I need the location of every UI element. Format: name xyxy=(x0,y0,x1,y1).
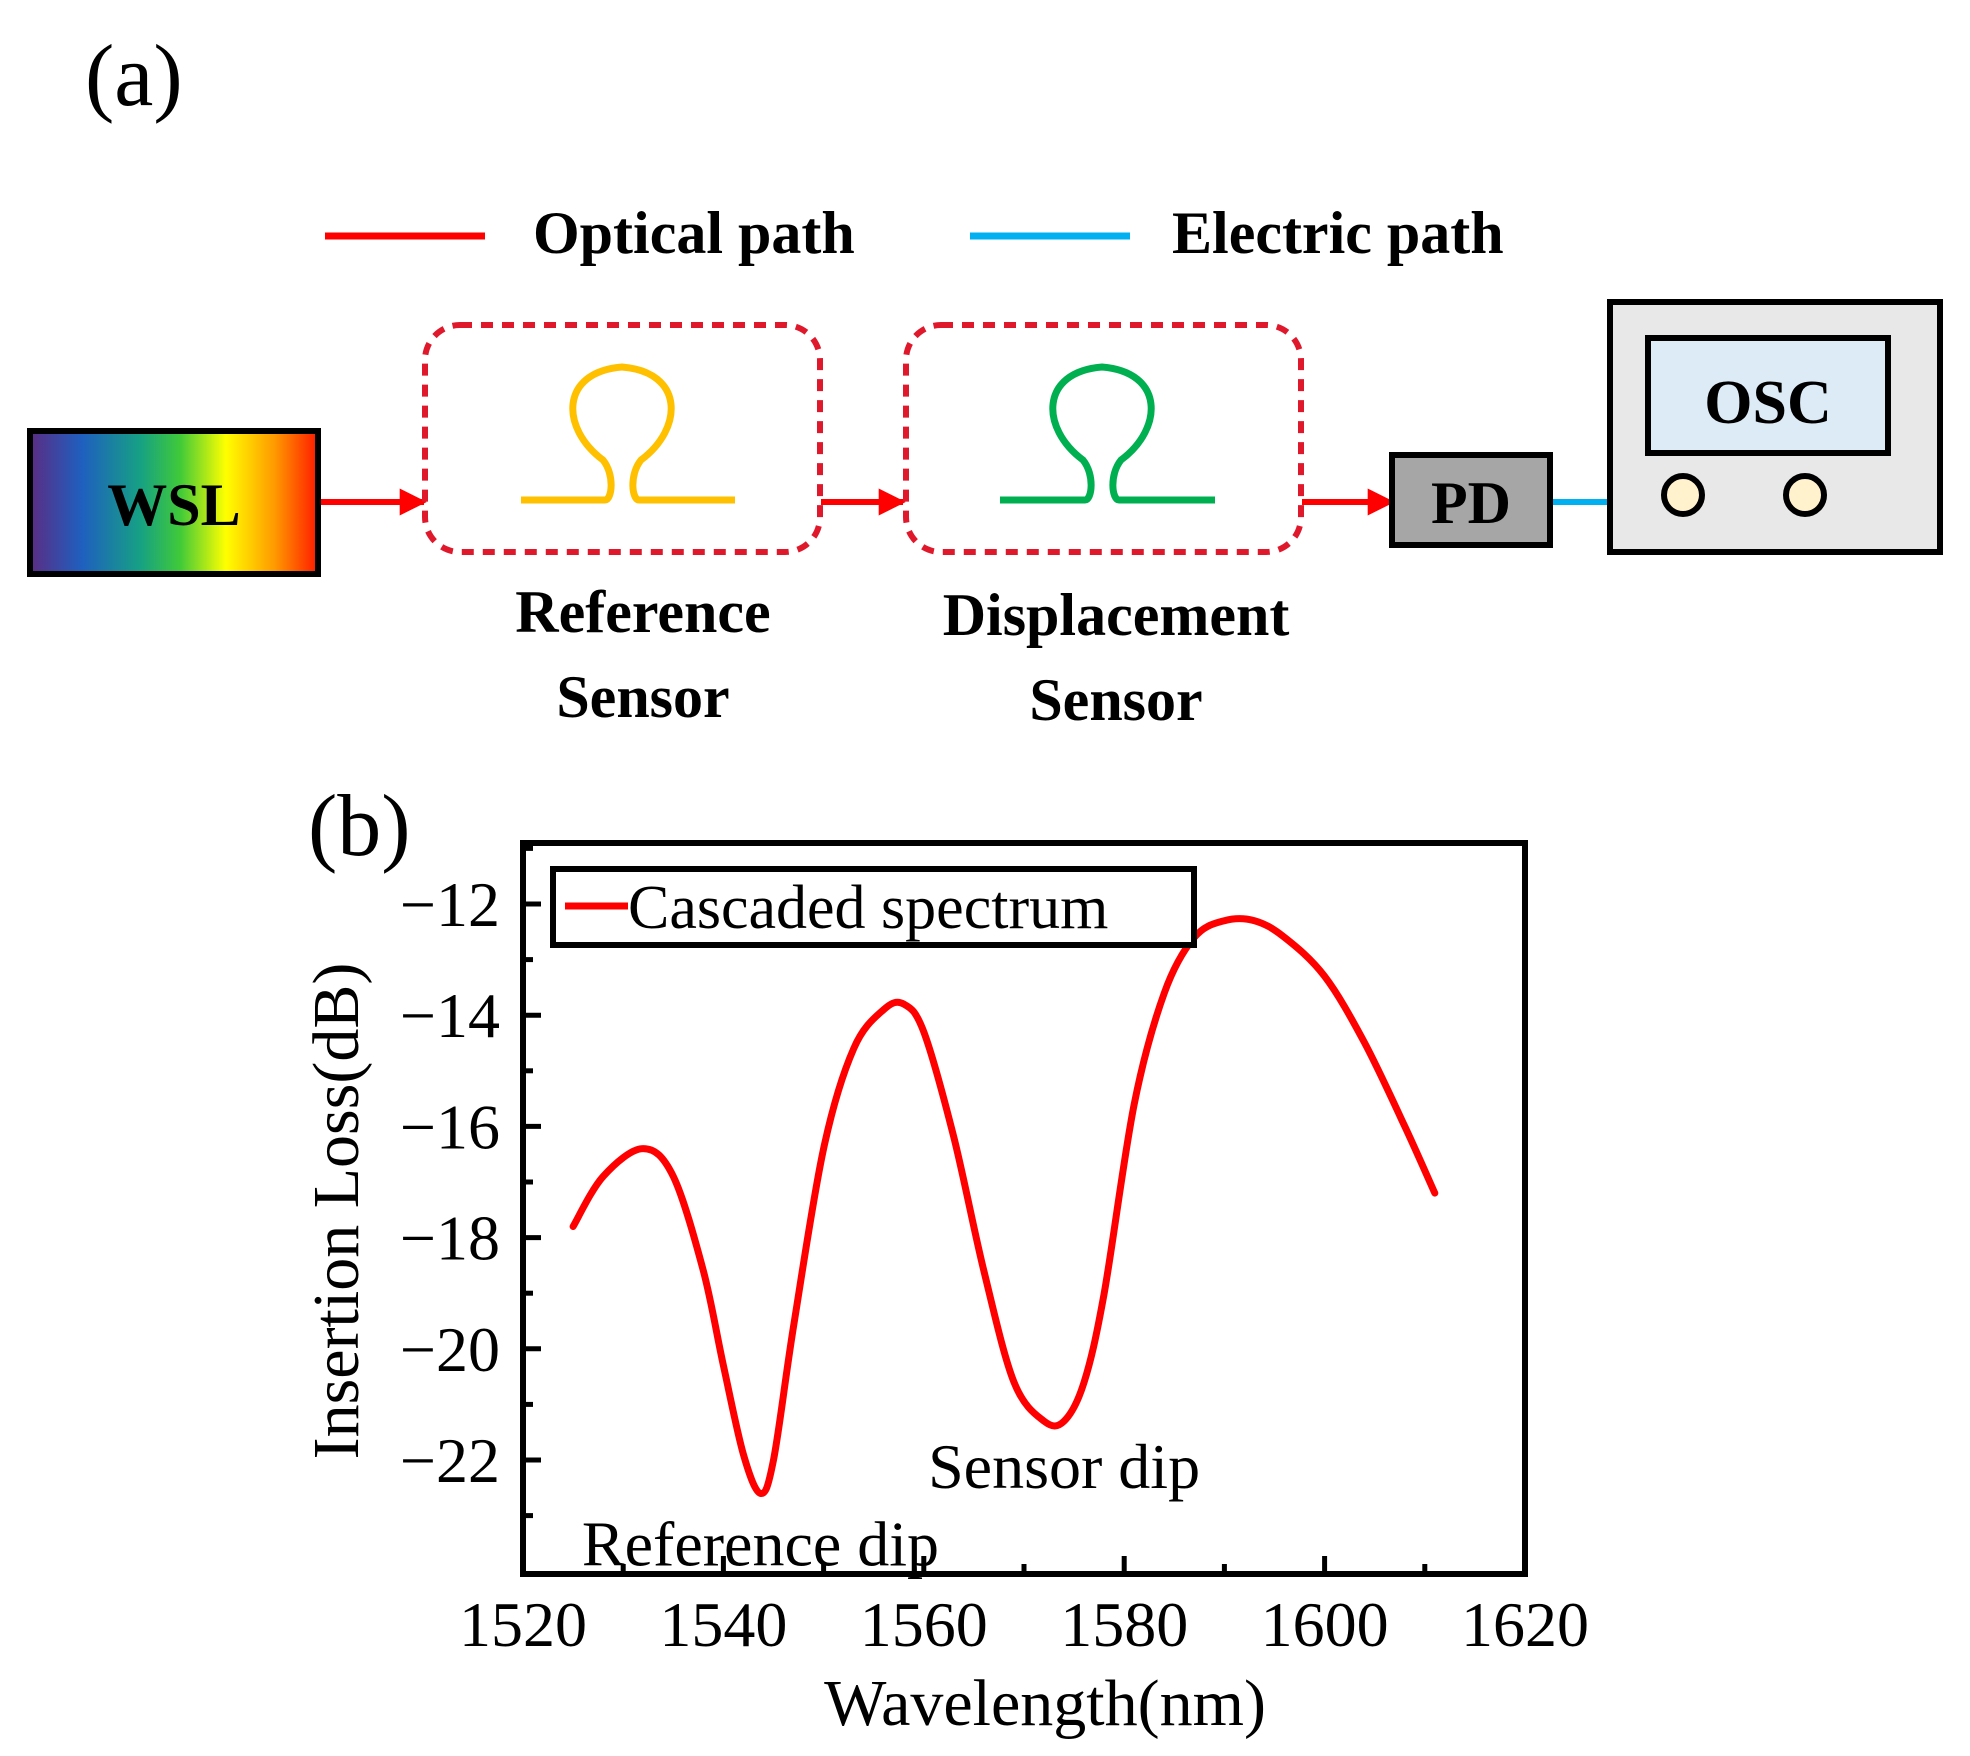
osc-screen xyxy=(1645,335,1891,456)
series-line-cascaded-spectrum xyxy=(569,915,1439,1497)
y-tick-label--18: −18 xyxy=(400,1203,500,1274)
chart-legend-label: Cascaded spectrum xyxy=(628,874,1108,942)
y-tick-label--16: −16 xyxy=(400,1091,500,1162)
chart: 1520 1540 1560 1580 1600 1620 −22 −20 −18 −16 −14 −… xyxy=(300,840,1589,1740)
annotation-reference-dip: Reference dip xyxy=(582,1509,939,1580)
electric-path-legend-label: Electric path xyxy=(1172,200,1504,266)
photodetector: PD xyxy=(1389,452,1553,548)
panel-a-label: (a) xyxy=(85,28,183,125)
x-tick-label-1540: 1540 xyxy=(659,1589,787,1660)
x-tick-label-1620: 1620 xyxy=(1461,1589,1589,1660)
chart-series xyxy=(569,915,1439,1497)
chart-legend-box xyxy=(550,866,1197,948)
x-tick-label-1560: 1560 xyxy=(860,1589,988,1660)
y-tick-label--20: −20 xyxy=(400,1314,500,1385)
wsl-source: WSL xyxy=(27,428,321,577)
oscilloscope: OSC xyxy=(1607,299,1943,555)
x-tick-label-1520: 1520 xyxy=(459,1589,587,1660)
osc-knob-left xyxy=(1661,473,1705,517)
pd-box xyxy=(1389,452,1553,548)
panel-b-label: (b) xyxy=(308,778,411,875)
wsl-box xyxy=(27,428,321,577)
chart-legend: Cascaded spectrum xyxy=(550,866,1197,948)
y-axis-title: Insertion Loss(dB) xyxy=(300,963,373,1460)
y-tick-label--14: −14 xyxy=(400,980,500,1051)
displacement-fiber-loop xyxy=(1000,363,1215,504)
displacement-sensor-label-line1: Displacement xyxy=(943,582,1290,648)
panel-b: (b) 1520 1540 1560 1580 1600 1620 −22 −20 −18 −16… xyxy=(300,778,1589,1740)
pd-label: PD xyxy=(1431,470,1511,536)
reference-sensor: Reference Sensor xyxy=(422,322,823,730)
optical-path-legend-label: Optical path xyxy=(533,200,855,266)
displacement-sensor-label-line2: Sensor xyxy=(1029,667,1202,733)
osc-label: OSC xyxy=(1704,369,1831,437)
path-legend: Optical path Electric path xyxy=(325,200,1504,266)
plot-frame xyxy=(520,840,1528,1577)
annotation-sensor-dip: Sensor dip xyxy=(928,1431,1200,1502)
chart-tick-labels: 1520 1540 1560 1580 1600 1620 −22 −20 −18 −16 −14 −… xyxy=(400,869,1589,1660)
reference-sensor-label-line1: Reference xyxy=(515,579,770,645)
y-tick-label--12: −12 xyxy=(400,869,500,940)
reference-sensor-label-line2: Sensor xyxy=(556,664,729,730)
reference-sensor-box xyxy=(422,322,823,555)
displacement-sensor: Displacement Sensor xyxy=(903,322,1304,733)
y-tick-label--22: −22 xyxy=(400,1425,500,1496)
x-axis-title: Wavelength(nm) xyxy=(824,1667,1266,1740)
reference-fiber-loop xyxy=(521,363,735,504)
x-tick-label-1580: 1580 xyxy=(1060,1589,1188,1660)
x-tick-label-1600: 1600 xyxy=(1261,1589,1389,1660)
wsl-label: WSL xyxy=(107,472,240,538)
displacement-sensor-box xyxy=(903,322,1304,555)
osc-knob-right xyxy=(1783,473,1827,517)
panel-a: (a) Optical path Electric path WSL Refer… xyxy=(27,28,1943,733)
